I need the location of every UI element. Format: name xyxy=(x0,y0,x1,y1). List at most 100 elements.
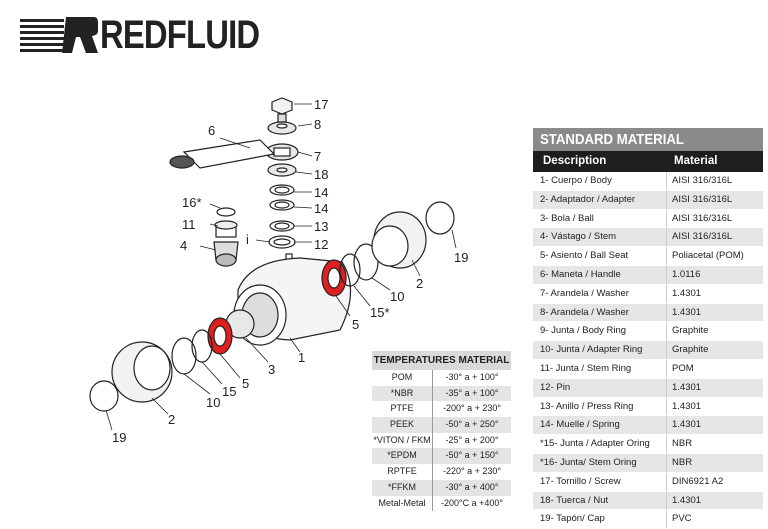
part-material: NBR xyxy=(666,453,692,472)
temperatures-table: TEMPERATURES MATERIAL POM -30° a + 100° *N… xyxy=(372,351,511,512)
temp-material: POM xyxy=(372,370,433,386)
table-row: *VITON / FKM-25° a + 200° xyxy=(372,432,511,449)
part-material: 1.4301 xyxy=(666,491,701,510)
callout-7: 7 xyxy=(314,149,321,164)
temp-material: *NBR xyxy=(372,385,433,402)
callout-14a: 14 xyxy=(314,185,328,200)
adapter-ring-left xyxy=(171,337,197,375)
part-material: 1.4301 xyxy=(666,397,701,416)
adapter-ring-right xyxy=(353,243,379,281)
part-description: 10- Junta / Adapter Ring xyxy=(540,344,643,356)
callout-5-left: 5 xyxy=(242,376,249,391)
callout-19-left: 19 xyxy=(112,430,126,445)
table-row: 2- Adaptador / Adapter AISI 316/316L xyxy=(533,190,763,210)
temp-range: -30° a + 400° xyxy=(445,481,499,492)
callout-13: 13 xyxy=(314,219,328,234)
callout-15-right: 15* xyxy=(370,305,390,320)
table-row: 14- Muelle / Spring 1.4301 xyxy=(533,416,763,436)
temp-range: -30° a + 100° xyxy=(445,372,499,382)
spring-part xyxy=(269,199,295,211)
stem-ring-part xyxy=(268,235,296,249)
adapter-left xyxy=(111,341,173,403)
callout-14b: 14 xyxy=(314,201,328,216)
stem-part xyxy=(213,207,239,267)
part-material: AISI 316/316L xyxy=(666,172,732,190)
part-material: Graphite xyxy=(666,341,708,359)
part-material: NBR xyxy=(666,435,692,453)
part-material: DIN6921 A2 xyxy=(666,472,723,491)
temperatures-body: POM-30° a + 100°*NBR-35° a + 100°PTFE-20… xyxy=(372,370,511,512)
temp-material: RPTFE xyxy=(372,464,433,480)
table-row: 10- Junta / Adapter Ring Graphite xyxy=(533,341,763,360)
table-row: PTFE-200° a + 230° xyxy=(372,401,511,418)
table-row: *15- Junta / Adapter Oring NBR xyxy=(533,435,763,454)
part-description: 6- Maneta / Handle xyxy=(540,268,621,280)
cap-right xyxy=(425,201,455,235)
standard-material-title: STANDARD MATERIAL xyxy=(533,128,763,151)
adapter-right xyxy=(371,211,427,269)
part-description: 7- Arandela / Washer xyxy=(540,287,629,299)
oring-left xyxy=(191,329,213,363)
part-material: 1.0116 xyxy=(666,265,700,284)
temp-material: *EPDM xyxy=(372,448,433,465)
callout-12: 12 xyxy=(314,237,328,252)
part-description: 4- Vástago / Stem xyxy=(540,231,617,243)
handle-part xyxy=(169,139,276,169)
table-row: 17- Tornillo / Screw DIN6921 A2 xyxy=(533,472,763,492)
part-description: 17- Tornillo / Screw xyxy=(540,475,621,487)
temp-material: *FFKM xyxy=(372,479,433,496)
part-material: 1.4301 xyxy=(666,416,701,435)
temperatures-title: TEMPERATURES MATERIAL xyxy=(372,351,511,370)
part-description: 12- Pin xyxy=(540,381,571,393)
part-material: 1.4301 xyxy=(666,378,701,397)
table-row: 1- Cuerpo / Body AISI 316/316L xyxy=(533,172,763,191)
part-material: AISI 316/316L xyxy=(666,190,732,209)
callout-18: 18 xyxy=(314,167,328,182)
callout-i: i xyxy=(246,232,249,247)
part-description: 14- Muelle / Spring xyxy=(540,419,620,431)
table-row: *FFKM -30° a + 400° xyxy=(372,479,511,496)
callout-8: 8 xyxy=(314,117,321,132)
header-material: Material xyxy=(674,155,718,167)
callout-2-left: 2 xyxy=(168,412,175,427)
brand-name: REDFLUID xyxy=(100,13,260,57)
redfluid-logo-icon xyxy=(20,17,98,53)
part-description: *16- Junta/ Stem Oring xyxy=(540,456,637,468)
callout-15-left: 15 xyxy=(222,384,236,399)
callout-1: 1 xyxy=(298,350,305,365)
brand-logo: REDFLUID xyxy=(20,12,294,58)
temp-range: -200° a + 230° xyxy=(443,403,501,414)
callout-19-right: 19 xyxy=(454,250,468,265)
callout-16: 16* xyxy=(182,195,202,210)
callout-11: 11 xyxy=(182,217,196,232)
table-row: 6- Maneta / Handle 1.0116 xyxy=(533,265,763,285)
temp-range: -220° a + 230° xyxy=(443,466,501,477)
temp-material: Metal-Metal xyxy=(372,495,433,512)
standard-material-table: STANDARD MATERIAL Description Material 1… xyxy=(533,128,763,529)
part-description: 2- Adaptador / Adapter xyxy=(540,193,636,205)
part-description: 19- Tapón/ Cap xyxy=(540,513,605,525)
standard-material-header: Description Material xyxy=(533,151,763,172)
part-description: 1- Cuerpo / Body xyxy=(540,175,612,186)
part-description: 11- Junta / Stem Ring xyxy=(540,362,632,374)
screw-part xyxy=(271,97,293,123)
callout-4: 4 xyxy=(180,238,187,253)
table-row: POM -30° a + 100° xyxy=(372,370,511,386)
table-row: *EPDM-50° a + 150° xyxy=(372,448,511,465)
part-material: AISI 316/316L xyxy=(666,228,732,247)
part-description: *15- Junta / Adapter Oring xyxy=(540,438,650,450)
callout-10-left: 10 xyxy=(206,395,220,410)
table-row: 12- Pin 1.4301 xyxy=(533,378,763,398)
temp-material: *VITON / FKM xyxy=(372,432,433,449)
part-description: 3- Bola / Ball xyxy=(540,212,594,224)
oring-right xyxy=(339,253,361,287)
